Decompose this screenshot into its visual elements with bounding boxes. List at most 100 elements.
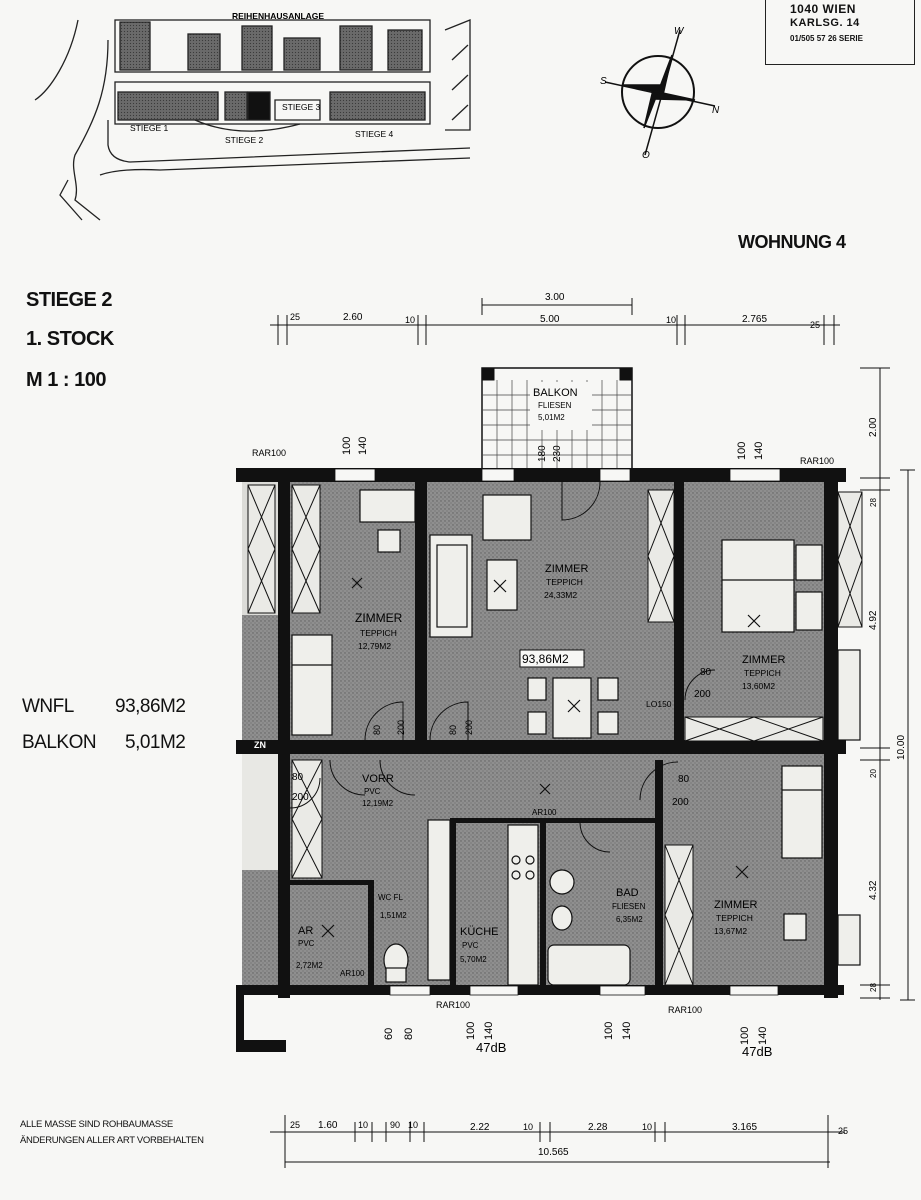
door-200-a: 200 [396, 720, 406, 735]
scale-label: M 1 : 100 [26, 369, 106, 391]
total-area-label: 93,86M2 [522, 652, 569, 666]
bad-floor: FLIESEN [612, 902, 646, 911]
dim-140-c: 140 [483, 1022, 495, 1040]
bottom-dimension-lines [270, 1115, 845, 1168]
kueche-floor: PVC [462, 941, 479, 950]
apartment-title: WOHNUNG 4 [738, 232, 846, 252]
top-dimension-lines [270, 298, 840, 345]
dim-top-260: 2.60 [343, 312, 363, 323]
dim-bottom-10b: 10 [408, 1120, 418, 1130]
vorr-area: 12,19M2 [362, 799, 394, 808]
wnfl-label: WNFL [22, 696, 74, 717]
dim-top-300: 3.00 [545, 292, 565, 303]
dim-bottom-25: 25 [290, 1120, 300, 1130]
stair-label: STIEGE 2 [26, 289, 113, 311]
dim-bottom-3165: 3.165 [732, 1122, 757, 1133]
dim-180: 180 [537, 445, 548, 462]
dim-top-25a: 25 [290, 312, 300, 322]
dim-top-10b: 10 [666, 315, 676, 325]
dim-60: 60 [383, 1028, 395, 1040]
dim-right-28b: 28 [869, 983, 878, 992]
kueche-area: 5,70M2 [460, 955, 487, 964]
floor-plan-body [236, 468, 863, 1052]
floor-label: 1. STOCK [26, 328, 114, 350]
zimmer-living-area: 24,33M2 [544, 590, 577, 600]
dim-100-d: 100 [603, 1022, 615, 1040]
footer-note-2: ÄNDERUNGEN ALLER ART VORBEHALTEN [20, 1135, 204, 1146]
zimmer-br-area: 13,67M2 [714, 926, 747, 936]
dim-top-10a: 10 [405, 315, 415, 325]
dim-bottom-10c: 10 [523, 1122, 533, 1132]
ar100-label: AR100 [532, 808, 557, 817]
zn-label: ZN [254, 740, 266, 750]
zimmer-right-name: ZIMMER [742, 654, 785, 666]
dim-top-25b: 25 [810, 320, 820, 330]
dim-right-20: 20 [869, 769, 878, 778]
door-200-b: 200 [464, 720, 474, 735]
door-80-e: 80 [292, 772, 304, 783]
dim-bottom-160: 1.60 [318, 1120, 338, 1131]
db47-right: 47dB [742, 1044, 772, 1059]
zimmer-living-name: ZIMMER [545, 563, 588, 575]
dim-right-432: 4.32 [868, 880, 879, 900]
rar100-tl: RAR100 [252, 448, 286, 458]
footer-note-1: ALLE MASSE SIND ROHBAUMASSE [20, 1119, 173, 1130]
door-80-c: 80 [700, 667, 712, 678]
vorr-floor: PVC [364, 787, 381, 796]
site-plan-title: REIHENHAUSANLAGE [232, 11, 324, 21]
door-200-e: 200 [292, 792, 309, 803]
dim-top-500: 5.00 [540, 314, 560, 325]
compass-rose-icon [604, 29, 716, 156]
kueche-name: KÜCHE [460, 926, 499, 938]
site-stiege-3: STIEGE 3 [282, 102, 321, 112]
door-200-c: 200 [694, 689, 711, 700]
address-line-3: 01/505 57 26 SERIE [790, 34, 863, 43]
address-line-2: KARLSG. 14 [790, 17, 860, 29]
right-dimension-lines [860, 367, 915, 1001]
address-box: 1040 WIEN KARLSG. 14 01/505 57 26 SERIE [765, 0, 915, 65]
dim-100-c: 100 [465, 1022, 477, 1040]
dim-right-200: 2.00 [868, 417, 879, 437]
dim-bottom-total: 10.565 [538, 1147, 569, 1158]
dim-100-e: 100 [739, 1027, 751, 1045]
dim-bottom-228: 2.28 [588, 1122, 608, 1133]
dim-140-a: 140 [357, 437, 369, 455]
door-80-b: 80 [448, 725, 458, 735]
dim-top-2765: 2.765 [742, 314, 767, 325]
balkon-area: 5,01M2 [538, 413, 565, 422]
wnfl-value: 93,86M2 [115, 696, 186, 717]
balkon-value: 5,01M2 [125, 732, 186, 753]
site-stiege-2: STIEGE 2 [225, 135, 264, 145]
zimmer-living-floor: TEPPICH [546, 577, 583, 587]
dim-100-a: 100 [341, 437, 353, 455]
dim-80-c: 80 [403, 1028, 415, 1040]
ar-floor: PVC [298, 939, 315, 948]
door-80-d: 80 [678, 774, 690, 785]
compass-n: N [712, 105, 720, 116]
zimmer-left-name: ZIMMER [355, 611, 403, 625]
dim-bottom-10d: 10 [642, 1122, 652, 1132]
dim-right-492: 4.92 [868, 610, 879, 630]
dim-bottom-10a: 10 [358, 1120, 368, 1130]
zimmer-left-area: 12,79M2 [358, 641, 391, 651]
zimmer-br-name: ZIMMER [714, 899, 757, 911]
compass-s: S [600, 76, 607, 87]
door-80-a: 80 [372, 725, 382, 735]
balkon-name: BALKON [533, 387, 578, 399]
wc-area: 1,51M2 [380, 911, 407, 920]
dim-140-e: 140 [757, 1027, 769, 1045]
balkon-floor: FLIESEN [538, 401, 572, 410]
rar100-tr: RAR100 [800, 456, 834, 466]
rar100-br: RAR100 [668, 1005, 702, 1015]
ar100-small: AR100 [340, 969, 365, 978]
vorr-name: VORR [362, 773, 394, 785]
ar-name: AR [298, 925, 313, 937]
bad-area: 6,35M2 [616, 915, 643, 924]
balkon-label: BALKON [22, 732, 97, 753]
zimmer-right-area: 13,60M2 [742, 681, 775, 691]
ar-area: 2,72M2 [296, 961, 323, 970]
zimmer-right-floor: TEPPICH [744, 668, 781, 678]
balcony [481, 367, 633, 471]
dim-140-b: 140 [753, 442, 765, 460]
site-stiege-1: STIEGE 1 [130, 123, 169, 133]
